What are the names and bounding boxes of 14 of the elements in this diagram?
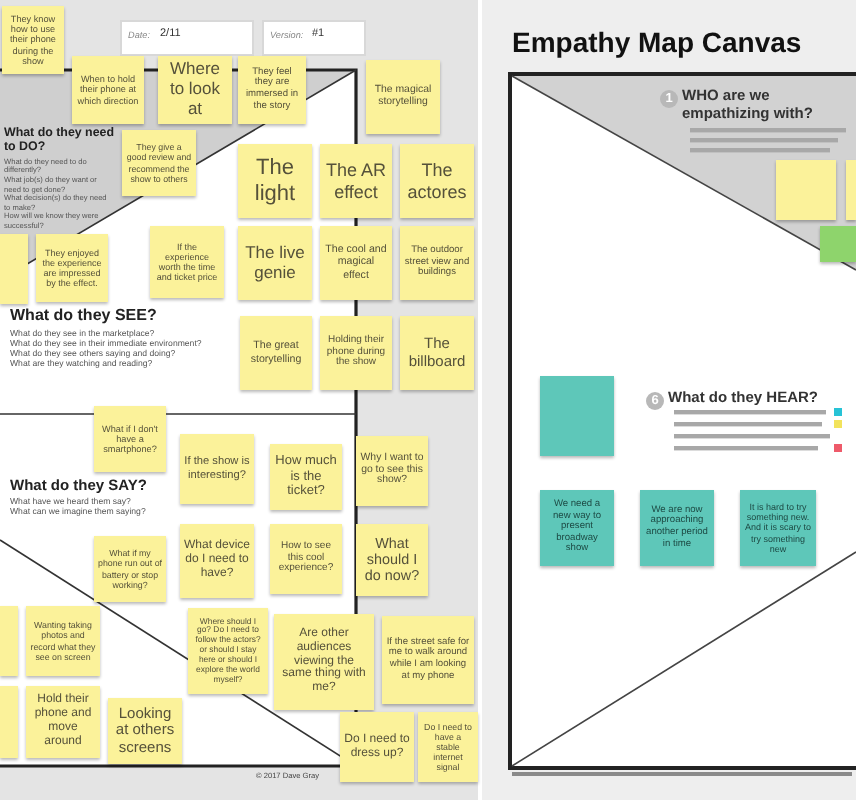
- sticky-note: [0, 606, 18, 676]
- section-heading: What do they SEE?: [10, 306, 157, 326]
- sticky-note: Where to look at: [158, 56, 232, 124]
- sticky-note: [540, 376, 614, 456]
- sticky-note: [0, 686, 18, 758]
- sticky-note: The live genie: [238, 226, 312, 300]
- sticky-note: [820, 226, 856, 262]
- sticky-note: [846, 160, 856, 220]
- page-title: Empathy Map Canvas: [512, 26, 802, 59]
- sticky-note: The AR effect: [320, 144, 392, 218]
- sticky-note: [0, 234, 28, 304]
- sticky-note: [776, 160, 836, 220]
- sticky-note: The light: [238, 144, 312, 218]
- sticky-note: The actores: [400, 144, 474, 218]
